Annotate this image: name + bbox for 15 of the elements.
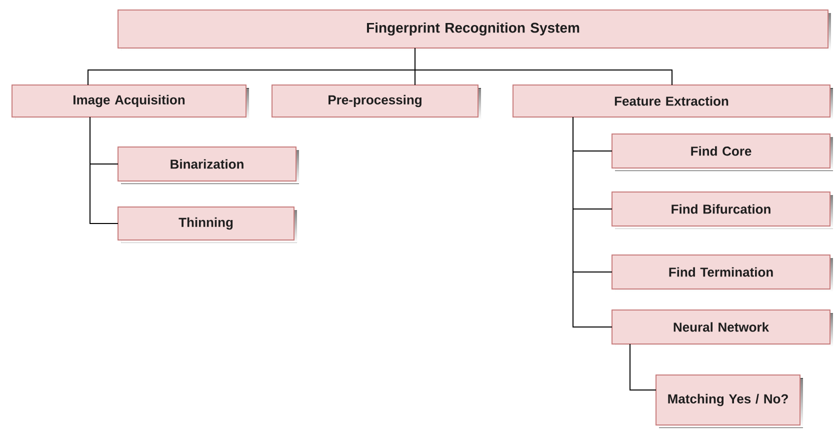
process-box: Find Core <box>612 134 833 171</box>
process-box: Thinning <box>118 206 297 243</box>
process-box: Binarization <box>118 146 299 184</box>
process-box: Feature Extraction <box>512 84 833 120</box>
connector-line <box>90 116 119 224</box>
process-box: Find Termination <box>612 254 833 292</box>
process-box: Image Acquisition <box>12 84 249 120</box>
process-box: Pre-processing <box>272 84 481 120</box>
process-box: Fingerprint Recognition System <box>118 10 831 51</box>
connector-line <box>414 48 672 86</box>
connector-line <box>572 116 612 328</box>
process-box: Neural Network <box>612 310 833 347</box>
process-box: Find Bifurcation <box>612 192 833 229</box>
process-box: Matching Yes / No? <box>656 374 803 428</box>
connector-line <box>630 344 656 390</box>
